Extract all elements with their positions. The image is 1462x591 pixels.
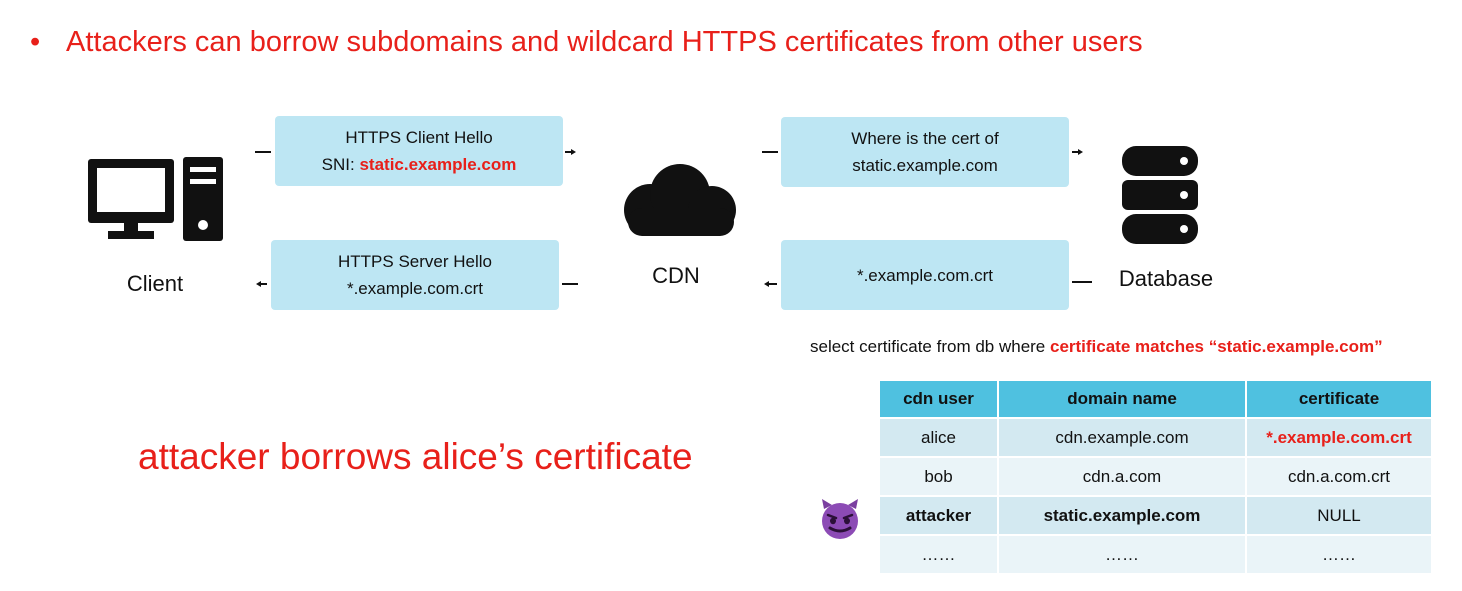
client-hello-arrowhead bbox=[571, 149, 576, 155]
header-domain-name: domain name bbox=[999, 381, 1245, 417]
client-hello-sni: SNI: static.example.com bbox=[275, 151, 563, 178]
database-label: Database bbox=[1118, 266, 1214, 291]
client-hello-title: HTTPS Client Hello bbox=[345, 128, 493, 147]
cert-query-message: Where is the cert of static.example.com bbox=[781, 117, 1069, 187]
cell-user: attacker bbox=[880, 495, 997, 534]
cert-reply-arrowhead bbox=[764, 281, 769, 287]
sql-query-prefix: select certificate from db where bbox=[810, 337, 1050, 356]
headline-text: Attackers can borrow subdomains and wild… bbox=[66, 26, 1143, 58]
client-hello-connector-start bbox=[255, 151, 271, 153]
table-row-ellipsis: …… …… …… bbox=[880, 534, 1431, 573]
cdn-label: CDN bbox=[652, 263, 700, 288]
cell-user: bob bbox=[880, 456, 997, 495]
cert-query-line2: static.example.com bbox=[852, 156, 998, 175]
cert-reply-connector-start bbox=[1072, 281, 1092, 283]
cell-certificate: …… bbox=[1247, 534, 1431, 573]
headline: • Attackers can borrow subdomains and wil… bbox=[30, 26, 1143, 59]
cert-reply-text: *.example.com.crt bbox=[856, 265, 994, 285]
table-row-bob: bob cdn.a.com cdn.a.com.crt bbox=[880, 456, 1431, 495]
devil-face-icon bbox=[822, 499, 858, 539]
cert-query-connector-start bbox=[762, 151, 778, 153]
client-hello-connector-end bbox=[565, 151, 571, 153]
client-hello-message: HTTPS Client Hello SNI: static.example.c… bbox=[275, 116, 563, 186]
cert-query-connector-end bbox=[1072, 151, 1078, 153]
sql-query: select certificate from db where certifi… bbox=[810, 337, 1383, 357]
table-row-alice: alice cdn.example.com *.example.com.crt bbox=[880, 417, 1431, 456]
server-hello-title: HTTPS Server Hello bbox=[338, 252, 492, 271]
server-hello-cert: *.example.com.crt bbox=[346, 279, 484, 298]
sni-label: SNI: bbox=[321, 155, 360, 174]
cell-certificate: *.example.com.crt bbox=[1247, 417, 1431, 456]
cell-domain: cdn.a.com bbox=[999, 456, 1245, 495]
client-label: Client bbox=[126, 271, 184, 296]
sql-query-highlight: certificate matches “static.example.com” bbox=[1049, 337, 1383, 356]
cert-query-line1: Where is the cert of bbox=[851, 129, 999, 148]
header-cdn-user: cdn user bbox=[880, 381, 997, 417]
database-icon bbox=[1122, 146, 1198, 244]
cell-domain: cdn.example.com bbox=[999, 417, 1245, 456]
desktop-computer-icon bbox=[88, 157, 223, 241]
cert-reply-message: *.example.com.crt bbox=[781, 240, 1069, 310]
server-hello-arrowhead bbox=[256, 281, 261, 287]
cert-query-arrowhead bbox=[1078, 149, 1083, 155]
cell-user: alice bbox=[880, 417, 997, 456]
certificate-table: cdn user domain name certificate alice c… bbox=[878, 381, 1433, 573]
cell-domain: static.example.com bbox=[999, 495, 1245, 534]
cert-reply-connector-end bbox=[769, 283, 777, 285]
cell-certificate: NULL bbox=[1247, 495, 1431, 534]
cell-user: …… bbox=[880, 534, 997, 573]
server-hello-connector-end bbox=[261, 283, 267, 285]
cell-certificate: cdn.a.com.crt bbox=[1247, 456, 1431, 495]
sni-value: static.example.com bbox=[359, 155, 517, 174]
server-hello-connector-start bbox=[562, 283, 578, 285]
header-certificate: certificate bbox=[1247, 381, 1431, 417]
server-hello-message: HTTPS Server Hello *.example.com.crt bbox=[271, 240, 559, 310]
caption: attacker borrows alice’s certificate bbox=[138, 436, 693, 477]
table-row-attacker: attacker static.example.com NULL bbox=[880, 495, 1431, 534]
cell-domain: …… bbox=[999, 534, 1245, 573]
bullet-symbol: • bbox=[30, 26, 41, 58]
table-header-row: cdn user domain name certificate bbox=[880, 381, 1431, 417]
cloud-icon bbox=[624, 164, 736, 236]
